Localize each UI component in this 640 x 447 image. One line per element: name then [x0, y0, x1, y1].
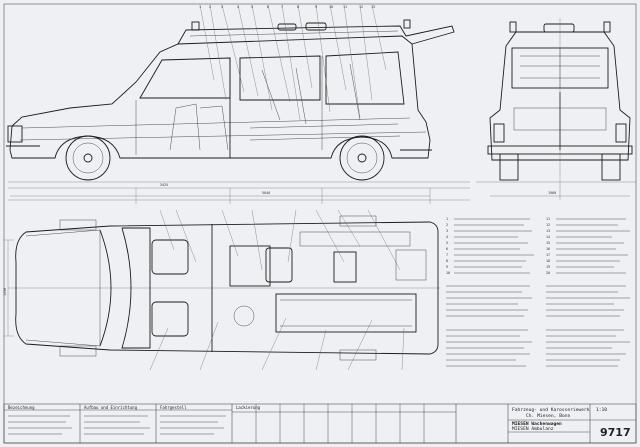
dim-rear-width: 1960 — [548, 191, 556, 195]
model-line-2: MIESEN Ambulanz — [512, 427, 554, 432]
header-bezeichnung: Bezeichnung — [8, 405, 35, 410]
callout-number: 10 — [329, 5, 333, 9]
svg-text:10: 10 — [446, 271, 450, 275]
svg-text:6: 6 — [446, 247, 448, 251]
svg-text:14: 14 — [546, 235, 550, 239]
svg-text:15: 15 — [546, 241, 550, 245]
callout-number: 5 — [251, 5, 253, 9]
header-lackierung: Lackierung — [236, 405, 261, 410]
side-view: 5040 3425 — [6, 4, 470, 204]
header-fahrgestell: Fahrgestell — [160, 405, 187, 410]
drawing-number: 9717 — [600, 426, 631, 439]
svg-text:11: 11 — [546, 217, 550, 221]
svg-text:8: 8 — [446, 259, 448, 263]
callout-number: 8 — [297, 5, 299, 9]
callout-number: 1 — [199, 5, 201, 9]
callout-number: 7 — [281, 5, 283, 9]
callout-number: 3 — [221, 5, 223, 9]
callout-number: 9 — [315, 5, 317, 9]
dim-body-length: 3425 — [160, 183, 168, 187]
svg-text:17: 17 — [546, 253, 550, 257]
callout-number: 2 — [209, 5, 211, 9]
svg-text:18: 18 — [546, 259, 550, 263]
svg-text:19: 19 — [546, 265, 550, 269]
svg-text:1: 1 — [446, 217, 448, 221]
svg-text:5: 5 — [446, 241, 448, 245]
svg-text:3: 3 — [446, 229, 448, 233]
svg-text:13: 13 — [546, 229, 550, 233]
svg-text:2: 2 — [446, 223, 448, 227]
callout-number: 11 — [343, 5, 347, 9]
company-line-2: Ch. Miesen, Bonn — [526, 414, 571, 419]
svg-text:12: 12 — [546, 223, 550, 227]
svg-text:16: 16 — [546, 247, 550, 251]
title-block — [3, 403, 637, 444]
svg-text:7: 7 — [446, 253, 448, 257]
svg-text:9: 9 — [446, 265, 448, 269]
callout-number: 4 — [237, 5, 239, 9]
callout-number: 13 — [371, 5, 375, 9]
top-view: 1490 — [3, 209, 440, 371]
callout-number: 12 — [359, 5, 363, 9]
dim-overall-length: 5040 — [262, 191, 270, 195]
scale-label: 1:10 — [596, 408, 608, 413]
rear-view: 1960 — [476, 18, 636, 200]
company-line-1: Fahrzeug- und Karosseriewerk — [512, 408, 590, 413]
model-line-1: MIESEN Wachenwagen — [512, 422, 562, 427]
svg-text:20: 20 — [546, 271, 550, 275]
dim-front-track: 1490 — [3, 288, 7, 296]
callout-number: 6 — [267, 5, 269, 9]
svg-text:4: 4 — [446, 235, 448, 239]
header-aufbau: Aufbau und Einrichtung — [84, 405, 137, 410]
